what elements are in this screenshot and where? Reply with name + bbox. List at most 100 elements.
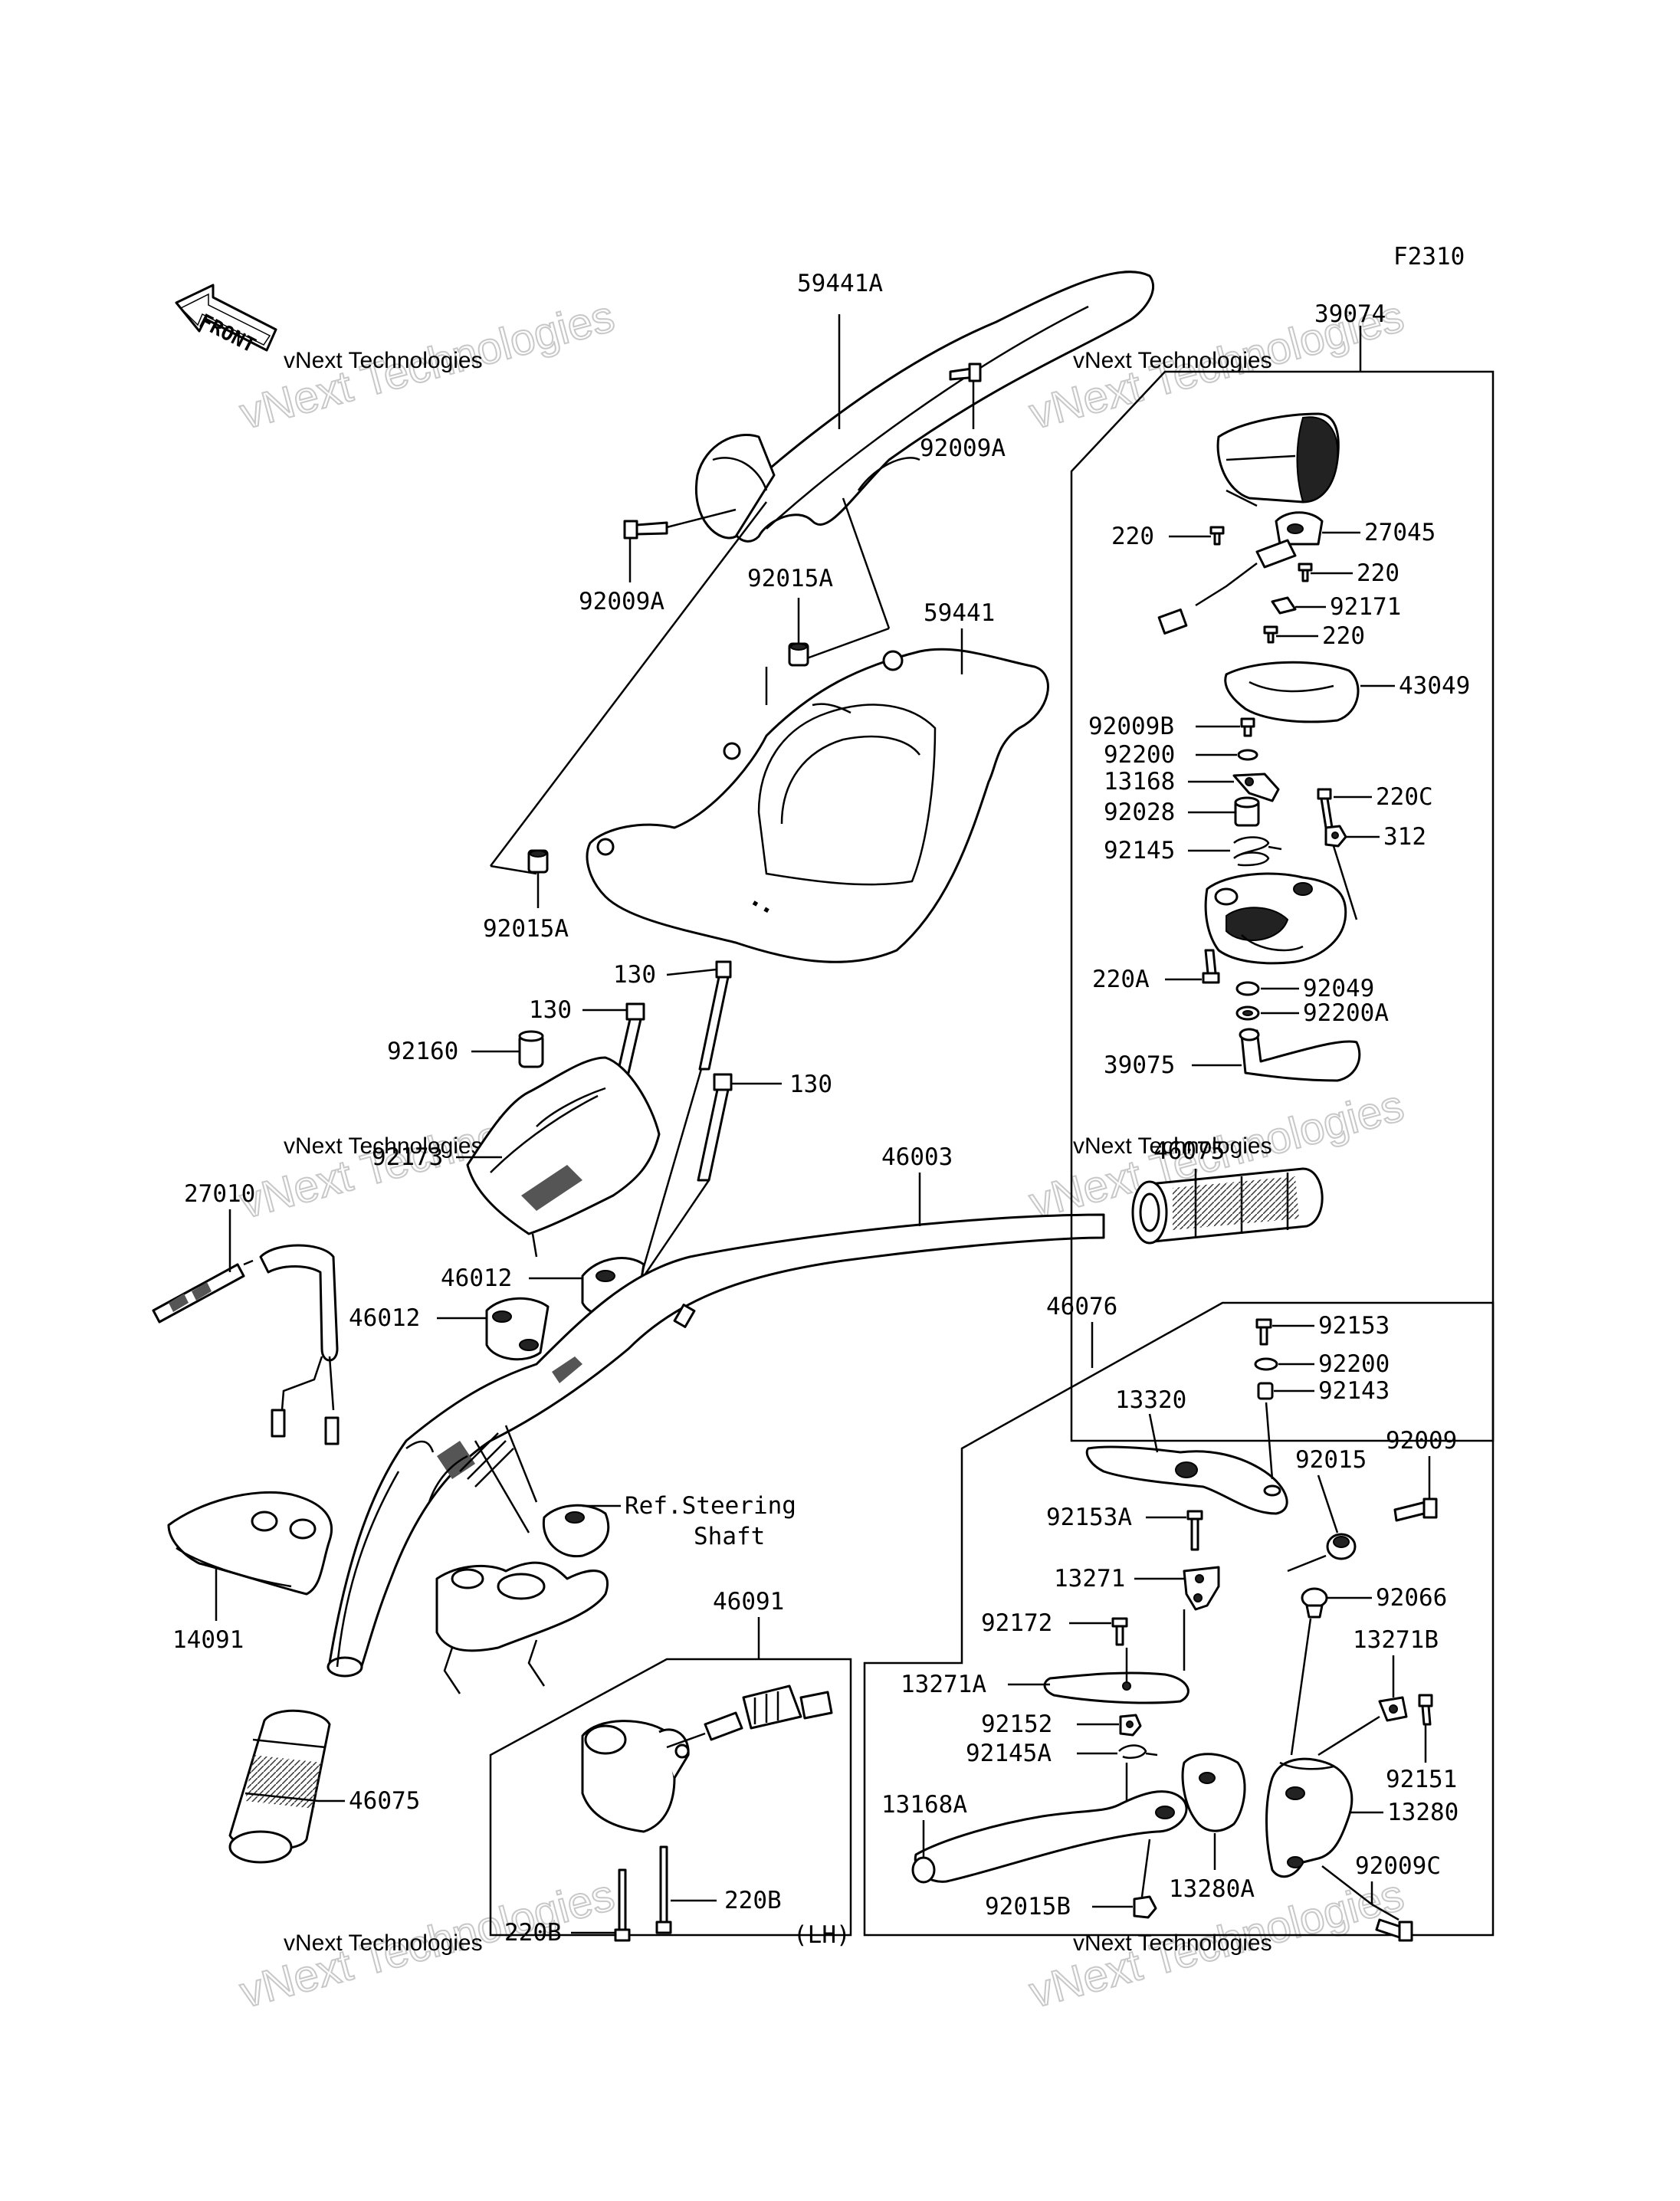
watermark-bottom-left: vNext Technologies vNext Technologies	[235, 1869, 621, 2019]
screw-220-a	[1209, 526, 1225, 546]
label-92009A-left: 92009A	[579, 588, 664, 615]
label-92172: 92172	[981, 1609, 1052, 1637]
switch-cable-27010	[152, 1244, 340, 1445]
svg-text:vNext Technologies: vNext Technologies	[1073, 348, 1272, 373]
box-46091	[489, 1658, 852, 1937]
label-13168A: 13168A	[881, 1791, 967, 1819]
leader-13320	[1148, 1413, 1159, 1453]
label-220B-a: 220B	[504, 1919, 562, 1947]
label-92009: 92009	[1386, 1427, 1457, 1455]
bolt-130-b	[616, 1002, 645, 1074]
throttle-housing-39075-body	[1204, 872, 1347, 965]
label-312: 312	[1383, 823, 1426, 851]
label-220-b: 220	[1357, 559, 1399, 587]
label-43049: 43049	[1399, 672, 1470, 700]
label-92009C: 92009C	[1355, 1852, 1441, 1880]
label-92151: 92151	[1386, 1766, 1457, 1793]
label-220B-b: 220B	[724, 1887, 782, 1914]
collar-92015A-bottom	[527, 849, 549, 874]
label-92143: 92143	[1318, 1377, 1390, 1405]
label-92200-b: 92200	[1318, 1350, 1390, 1378]
label-92066: 92066	[1376, 1584, 1447, 1612]
washer-92200	[1237, 749, 1258, 761]
plate-13271A	[1043, 1671, 1189, 1704]
cap-92066	[1301, 1587, 1328, 1619]
washer-92200-b	[1254, 1357, 1278, 1371]
boot-92015	[1326, 1533, 1357, 1560]
label-27010: 27010	[184, 1180, 255, 1208]
upper-handlebar-cover	[695, 271, 1155, 543]
bolt-92009	[1393, 1497, 1438, 1522]
plate-92171	[1271, 596, 1297, 615]
collar-92028	[1234, 796, 1260, 827]
leader-130-a	[666, 968, 717, 976]
box-39074	[1070, 370, 1495, 1442]
screw-220-c	[1263, 625, 1278, 644]
screw-220B-a	[614, 1868, 631, 1942]
label-46075-r: 46075	[1153, 1137, 1225, 1165]
clamp-46012-lower	[485, 1297, 550, 1361]
label-92015B: 92015B	[985, 1893, 1071, 1921]
ref-steering-line1: Ref.Steering	[625, 1492, 796, 1520]
label-92145: 92145	[1104, 837, 1175, 864]
label-92173: 92173	[372, 1143, 443, 1171]
label-92153: 92153	[1318, 1312, 1390, 1340]
bracket-13168	[1232, 772, 1280, 802]
label-92015A-bot: 92015A	[483, 915, 569, 943]
label-92028: 92028	[1104, 799, 1175, 826]
label-92200: 92200	[1104, 741, 1175, 769]
screw-92009A-left	[623, 520, 668, 540]
screw-92009A-top	[949, 362, 982, 382]
collar-92143	[1257, 1382, 1274, 1400]
grip-46075-right	[1131, 1167, 1324, 1245]
cover-43049	[1224, 661, 1360, 723]
label-130-c: 130	[789, 1071, 832, 1098]
lower-handlebar-cover: ▪ ▪	[586, 648, 1049, 963]
ref-steering-line2: Shaft	[694, 1523, 765, 1550]
svg-text:vNext Technologies: vNext Technologies	[284, 1930, 483, 1956]
throttle-switch-27045	[1157, 489, 1324, 635]
svg-text:vNext Technologies: vNext Technologies	[1073, 1133, 1272, 1159]
svg-text:vNext Technologies: vNext Technologies	[284, 348, 483, 373]
bolt-220A	[1202, 949, 1220, 984]
label-220-c: 220	[1322, 622, 1365, 650]
throttle-housing-top	[1216, 412, 1340, 504]
label-220-a: 220	[1111, 523, 1154, 550]
bracket-13271	[1183, 1566, 1220, 1611]
collar-92160	[518, 1030, 544, 1068]
nut-92015B	[1133, 1895, 1157, 1919]
spring-92145A	[1118, 1744, 1158, 1759]
label-92015: 92015	[1295, 1446, 1367, 1474]
label-130-a: 130	[613, 961, 656, 989]
seal-92049	[1235, 981, 1260, 996]
label-13320: 13320	[1115, 1386, 1186, 1414]
bolt-130-a	[698, 960, 732, 1071]
screw-92153A	[1186, 1510, 1203, 1551]
label-39074: 39074	[1314, 300, 1386, 328]
bolt-130-c	[697, 1073, 733, 1182]
bracket-92173	[466, 1056, 661, 1235]
switch-cover-14091	[167, 1491, 333, 1596]
label-220A: 220A	[1092, 966, 1150, 993]
throttle-lever-39075	[1239, 1028, 1361, 1082]
label-46091: 46091	[713, 1588, 784, 1615]
label-92049: 92049	[1303, 975, 1374, 1002]
label-46003: 46003	[881, 1143, 953, 1171]
master-cylinder-13280	[1265, 1757, 1354, 1878]
front-arrow-icon: FRONT	[175, 284, 277, 358]
label-92153A: 92153A	[1046, 1504, 1132, 1531]
label-92145A: 92145A	[966, 1740, 1052, 1767]
holder-13280A	[1181, 1753, 1246, 1832]
label-59441A: 59441A	[797, 270, 883, 297]
label-130-b: 130	[529, 996, 572, 1024]
label-13280A: 13280A	[1169, 1875, 1255, 1903]
screw-92153	[1255, 1318, 1272, 1346]
label-13271B: 13271B	[1353, 1626, 1439, 1654]
label-27045: 27045	[1364, 519, 1436, 546]
box-46076	[863, 1301, 1495, 1937]
brake-lever-13168A	[911, 1790, 1188, 1884]
label-13271A: 13271A	[901, 1671, 986, 1698]
screw-220B-b	[655, 1845, 672, 1934]
watermark-top-left: vNext Technologies vNext Technologies	[235, 290, 621, 440]
